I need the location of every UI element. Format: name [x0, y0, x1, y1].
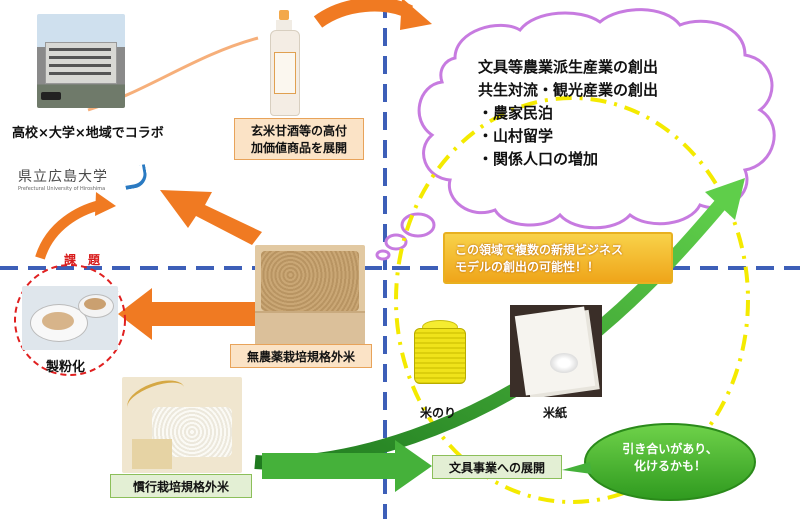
amazake-bottle-photo — [270, 10, 300, 116]
orange-arrow-to-powder — [118, 288, 255, 340]
conventional-rice-label-box: 慣行栽培規格外米 — [110, 474, 252, 498]
rice-powder-photo — [22, 286, 118, 350]
inquiry-line2: 化けるかも！ — [633, 459, 706, 473]
orange-arrow-to-university — [160, 190, 262, 245]
cloud-line-3: ・農家民泊 — [478, 104, 554, 122]
green-speech-bubble-tail — [562, 462, 592, 474]
genmai-label-line2: 加価値商品を展開 — [250, 141, 347, 155]
cloud-line-1: 文具等農業派生産業の創出 — [478, 58, 659, 76]
collab-label: 高校×大学×地域でコラボ — [12, 126, 164, 141]
rice-paper-photo — [510, 305, 602, 397]
possibility-banner: この領域で複数の新規ビジネス モデルの創出の可能性！！ — [443, 232, 673, 284]
powder-label: 製粉化 — [46, 360, 86, 375]
stationery-label: 文具事業への展開 — [448, 460, 545, 475]
genmai-label-box: 玄米甘酒等の高付 加価値商品を展開 — [234, 118, 364, 160]
cloud-line-2: 共生対流・観光産業の創出 — [478, 81, 659, 99]
left-curved-arrow — [35, 200, 102, 260]
challenge-circle — [14, 264, 126, 376]
rice-glue-label: 米のり — [420, 406, 457, 420]
rice-glue-photo — [412, 320, 466, 384]
cloud-bubble-medium — [384, 233, 408, 251]
cloud-line-5: ・関係人口の増加 — [478, 150, 599, 168]
possibility-line1: この領域で複数の新規ビジネス — [455, 243, 624, 257]
school-building-photo — [37, 14, 125, 108]
challenge-label: 課 題 — [64, 253, 101, 267]
inquiry-bubble-text: 引き合いがあり、 化けるかも！ — [600, 440, 740, 474]
inquiry-line1: 引き合いがあり、 — [622, 442, 718, 456]
top-curved-arrowhead — [400, 0, 432, 30]
university-logo: 県立広島大学 Prefectural University of Hiroshi… — [18, 164, 158, 192]
cloud-text: 文具等農業派生産業の創出 共生対流・観光産業の創出 ・農家民泊 ・山村留学 ・関… — [478, 56, 728, 171]
cloud-bubble-small — [375, 249, 391, 261]
brown-rice-masu-photo — [255, 245, 365, 347]
genmai-label-line1: 玄米甘酒等の高付 — [250, 124, 347, 138]
green-speech-bubble — [584, 423, 756, 501]
university-name: 県立広島大学 — [18, 169, 108, 185]
white-rice-photo — [122, 377, 242, 473]
green-growth-arrowhead — [705, 178, 745, 220]
organic-rice-label-box: 無農薬栽培規格外米 — [230, 344, 372, 368]
conventional-rice-label: 慣行栽培規格外米 — [132, 479, 229, 494]
top-curved-arrow — [313, 0, 414, 28]
organic-rice-label: 無農薬栽培規格外米 — [246, 349, 355, 364]
rice-paper-label: 米紙 — [543, 406, 568, 420]
cloud-line-4: ・山村留学 — [478, 127, 554, 145]
possibility-line2: モデルの創出の可能性！！ — [455, 260, 600, 274]
left-curved-arrowhead — [95, 192, 116, 216]
stationery-label-box: 文具事業への展開 — [432, 455, 562, 479]
university-name-en: Prefectural University of Hiroshima — [18, 186, 106, 192]
green-arrow-to-stationery — [262, 440, 432, 492]
opportunity-ellipse — [394, 96, 750, 504]
